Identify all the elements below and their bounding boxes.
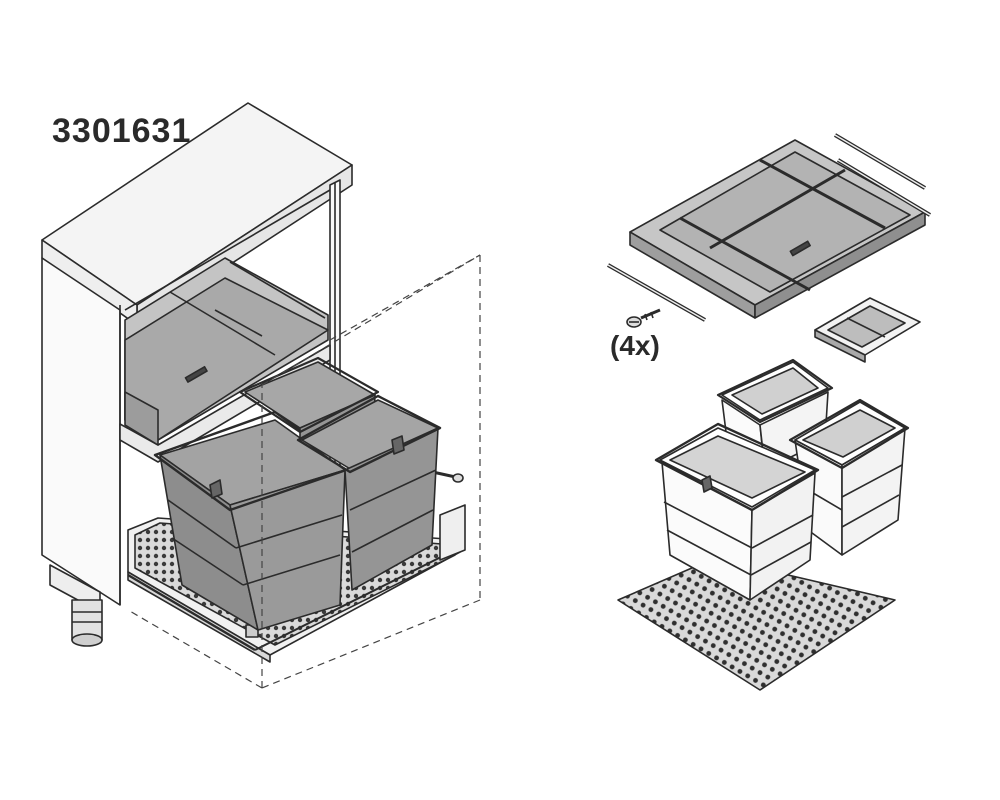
cabinet-left-side [41, 257, 121, 606]
cabinet-dashed-outline [127, 254, 481, 689]
cabinet-installed-view [41, 102, 466, 663]
mounting-rail-front [607, 263, 706, 322]
medium-bin-installed [296, 394, 442, 591]
large-bin [654, 422, 820, 601]
medium-bin [788, 398, 910, 556]
cover-tray [629, 139, 926, 319]
exploded-parts-view [607, 133, 932, 691]
perforated-mat [617, 557, 896, 691]
screw-quantity-label: (4x) [610, 330, 660, 361]
large-bin-installed [153, 410, 354, 631]
small-caddy-tray [814, 297, 921, 363]
mounting-rail-back-1 [833, 133, 927, 190]
mounting-rail-back-2 [836, 158, 932, 217]
article-number: 3301631 [52, 112, 192, 150]
screw-icon [626, 308, 661, 328]
